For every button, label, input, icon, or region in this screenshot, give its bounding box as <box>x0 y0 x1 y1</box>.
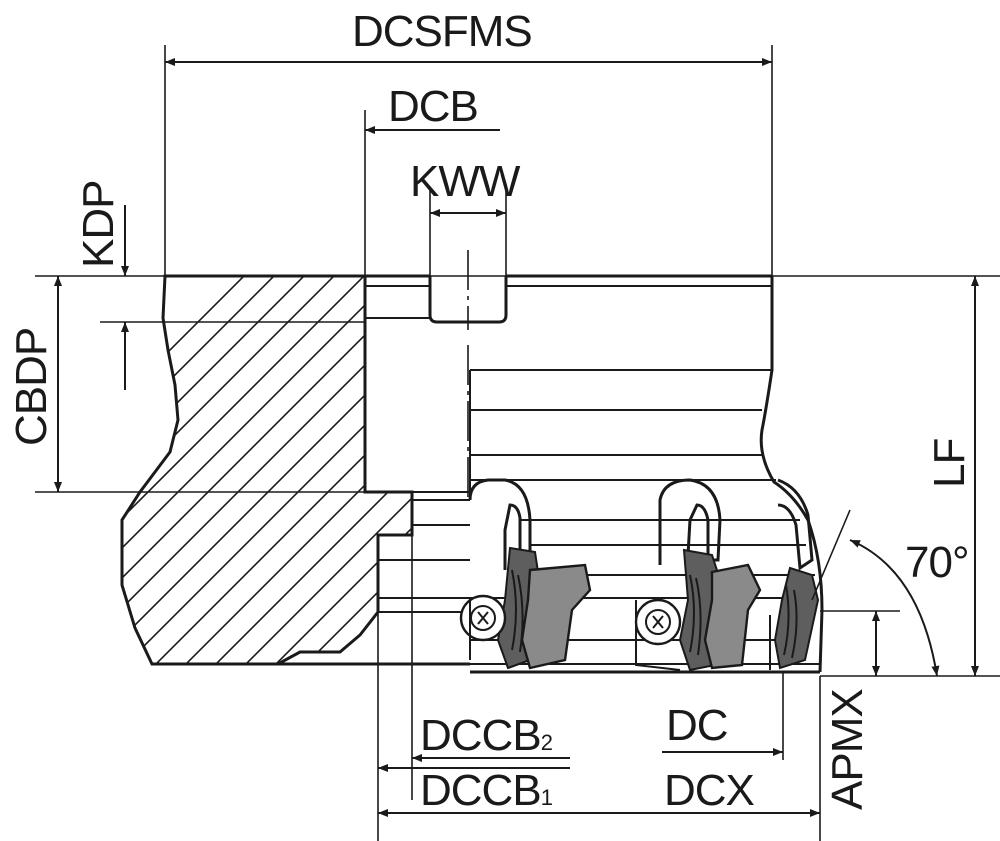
label-dc: DC <box>666 701 728 750</box>
label-dccb1: DCCB1 <box>420 766 553 815</box>
insert-pockets <box>468 478 814 571</box>
label-lf: LF <box>925 439 974 488</box>
insert-1 <box>496 546 592 670</box>
dimension-lines <box>54 58 979 817</box>
dimension-labels: DCSFMS DCB KWW KDP CBDP LF 70° APMX DC D… <box>7 7 974 815</box>
label-kdp: KDP <box>74 181 123 268</box>
label-apmx: APMX <box>823 689 872 810</box>
label-dccb2: DCCB2 <box>420 711 553 760</box>
insert-3 <box>769 566 820 670</box>
label-dcx: DCX <box>664 766 755 815</box>
label-cbdp: CBDP <box>7 328 56 446</box>
label-dcb: DCB <box>388 82 478 131</box>
screw-1 <box>459 594 507 660</box>
label-kww: KWW <box>410 157 521 206</box>
label-angle: 70° <box>905 538 969 587</box>
label-dcsfms: DCSFMS <box>352 7 532 56</box>
insert-2 <box>634 548 762 672</box>
